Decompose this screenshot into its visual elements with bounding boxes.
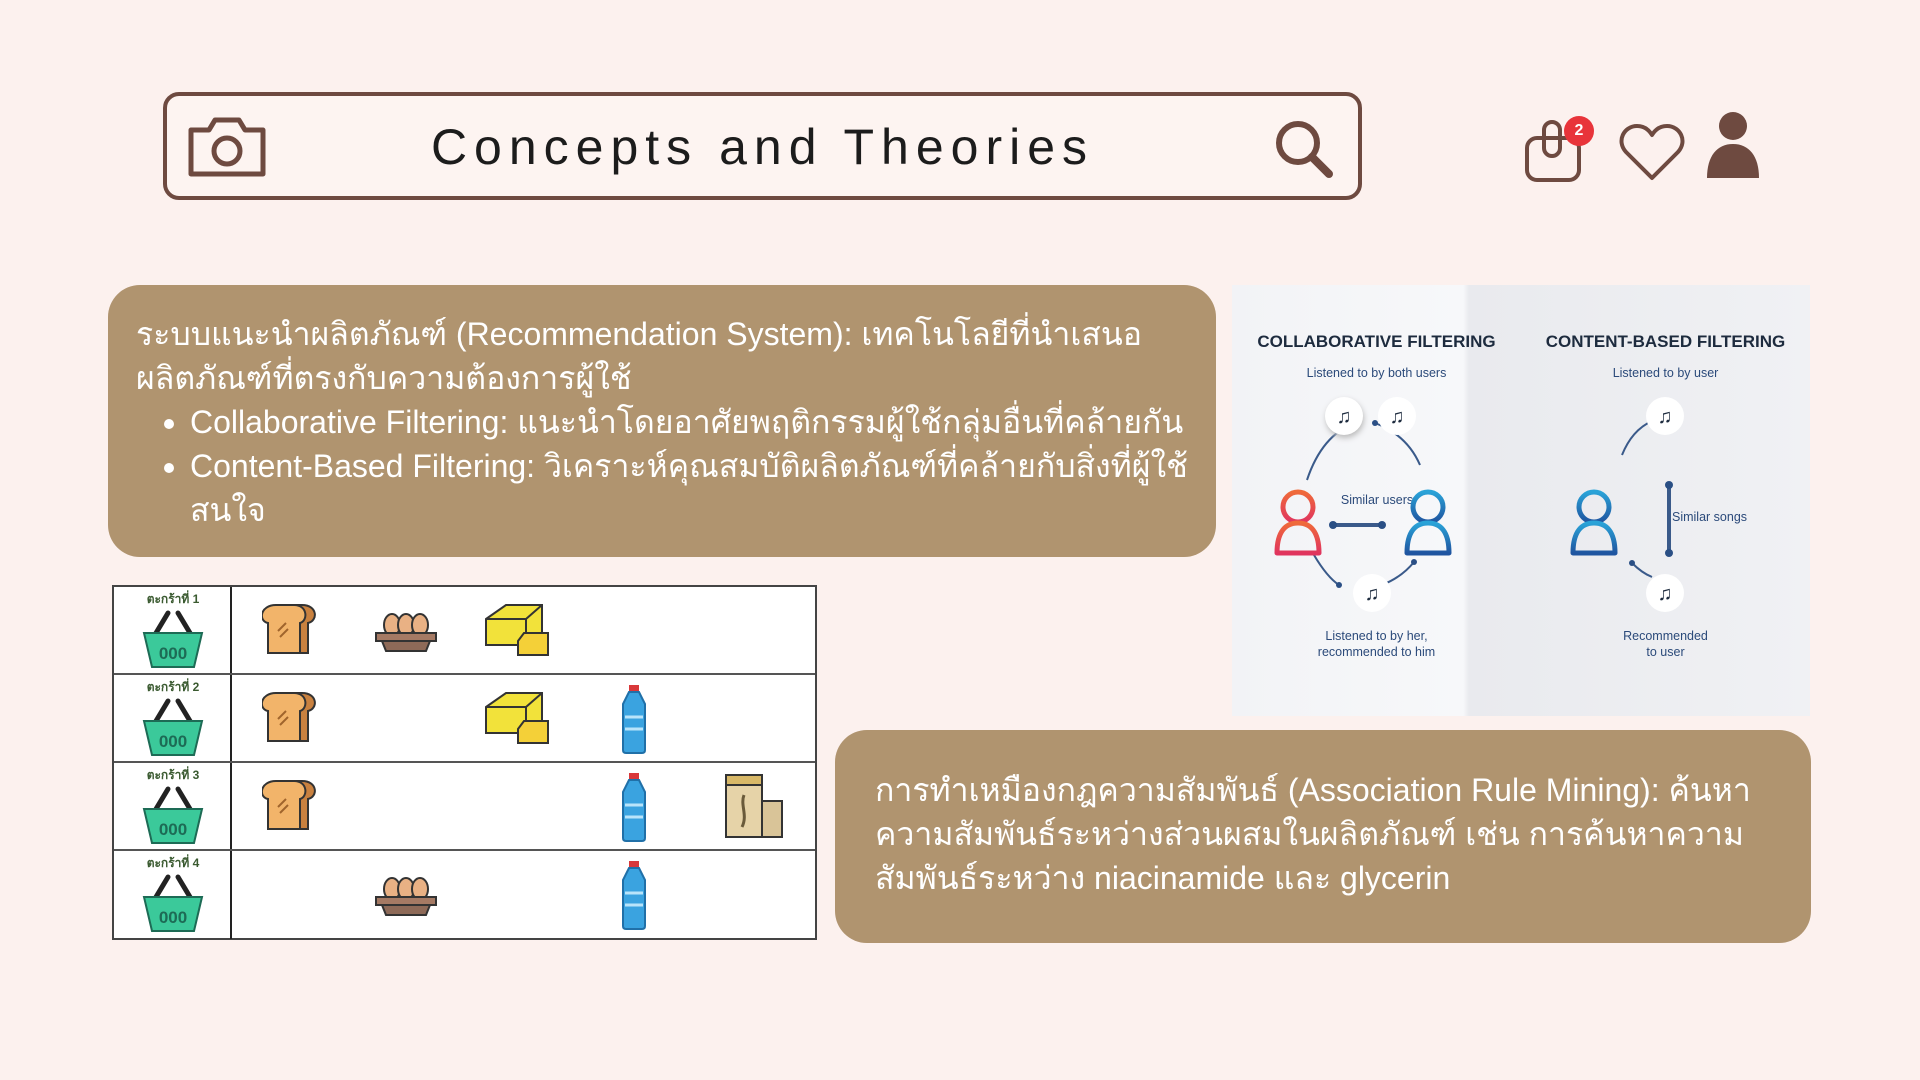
basket-cell: ตะกร้าที่ 4 000	[114, 851, 232, 939]
basket-row: ตะกร้าที่ 1 000	[114, 587, 815, 675]
content-middle-label: Similar songs	[1672, 510, 1748, 524]
bread-icon	[260, 777, 324, 838]
collab-bottom-label-1: Listened to by her,	[1325, 629, 1428, 643]
basket-label: ตะกร้าที่ 3	[146, 768, 200, 782]
water-icon	[617, 859, 651, 936]
music-note-icons: ♫ ♫ ♫ ♫ ♫	[1325, 397, 1684, 612]
association-rule-text: การทำเหมืองกฎความสัมพันธ์ (Association R…	[875, 772, 1751, 896]
basket-label: ตะกร้าที่ 1	[146, 592, 200, 606]
content-title: CONTENT-BASED FILTERING	[1545, 332, 1786, 351]
basket-cell: ตะกร้าที่ 2 000	[114, 675, 232, 761]
page-title: Concepts and Theories	[430, 119, 1095, 175]
svg-text:000: 000	[159, 820, 187, 839]
collab-top-label: Listened to by both users	[1306, 366, 1447, 380]
diagram-graphics: ♫ ♫ ♫ ♫ ♫	[1274, 397, 1684, 612]
svg-text:♫: ♫	[1658, 583, 1673, 605]
heart-icon[interactable]	[1618, 122, 1686, 182]
basket-row: ตะกร้าที่ 3 000	[114, 763, 815, 851]
basket-icon: 000	[140, 873, 206, 938]
user-icon-content	[1570, 489, 1618, 556]
recommendation-intro: ระบบแนะนำผลิตภัณฑ์ (Recommendation Syste…	[136, 316, 1142, 396]
svg-text:000: 000	[159, 732, 187, 751]
basket-cell: ตะกร้าที่ 3 000	[114, 763, 232, 849]
basket-table: ตะกร้าที่ 1 000 ตะกร้าที่ 2 000 ตะกร้าที่ 3 0…	[112, 585, 817, 940]
content-bottom-label-2: to user	[1646, 645, 1685, 659]
basket-label: ตะกร้าที่ 2	[146, 680, 200, 694]
basket-cell: ตะกร้าที่ 1 000	[114, 587, 232, 673]
cart-count-badge: 2	[1564, 116, 1594, 146]
butter-icon	[482, 689, 554, 756]
content-bottom-label-1: Recommended	[1623, 629, 1708, 643]
bullet-collaborative: Collaborative Filtering: แนะนำโดยอาศัยพฤ…	[190, 400, 1188, 444]
bullet-content-based: Content-Based Filtering: วิเคราะห์คุณสมบ…	[190, 444, 1188, 532]
eggs-icon	[372, 601, 440, 662]
content-top-label: Listened to by user	[1612, 366, 1719, 380]
search-icon[interactable]	[1273, 118, 1335, 180]
butter-icon	[482, 601, 554, 668]
svg-text:000: 000	[159, 644, 187, 663]
collab-middle-label: Similar users	[1340, 493, 1414, 507]
svg-text:♫: ♫	[1658, 406, 1673, 428]
basket-label: ตะกร้าที่ 4	[146, 856, 200, 870]
shopping-bag-icon	[1525, 120, 1581, 182]
basket-row: ตะกร้าที่ 4 000	[114, 851, 815, 939]
bread-icon	[260, 601, 324, 662]
eggs-icon	[372, 865, 440, 926]
recommendation-system-box: ระบบแนะนำผลิตภัณฑ์ (Recommendation Syste…	[108, 285, 1216, 557]
blue-user-icon	[1404, 489, 1452, 556]
bread-icon	[260, 689, 324, 750]
basket-icon: 000	[140, 785, 206, 850]
camera-icon[interactable]	[187, 116, 267, 178]
collab-bottom-label-2: recommended to him	[1317, 645, 1436, 659]
svg-text:♫: ♫	[1337, 406, 1352, 428]
red-user-icon	[1274, 489, 1322, 556]
filtering-list: Collaborative Filtering: แนะนำโดยอาศัยพฤ…	[190, 400, 1188, 532]
svg-text:000: 000	[159, 908, 187, 927]
water-icon	[617, 683, 651, 760]
cart-button[interactable]: 2	[1520, 110, 1594, 185]
basket-row: ตะกร้าที่ 2 000	[114, 675, 815, 763]
user-icon[interactable]	[1705, 112, 1761, 178]
search-bar[interactable]: Concepts and Theories	[163, 92, 1362, 200]
svg-text:♫: ♫	[1365, 583, 1380, 605]
collab-title: COLLABORATIVE FILTERING	[1257, 332, 1496, 351]
flour-icon	[722, 771, 786, 846]
association-rule-box: การทำเหมืองกฎความสัมพันธ์ (Association R…	[835, 730, 1811, 943]
basket-icon: 000	[140, 697, 206, 762]
svg-text:♫: ♫	[1390, 406, 1405, 428]
basket-icon: 000	[140, 609, 206, 674]
filtering-diagram: COLLABORATIVE FILTERING CONTENT-BASED FI…	[1232, 285, 1810, 716]
water-icon	[617, 771, 651, 848]
